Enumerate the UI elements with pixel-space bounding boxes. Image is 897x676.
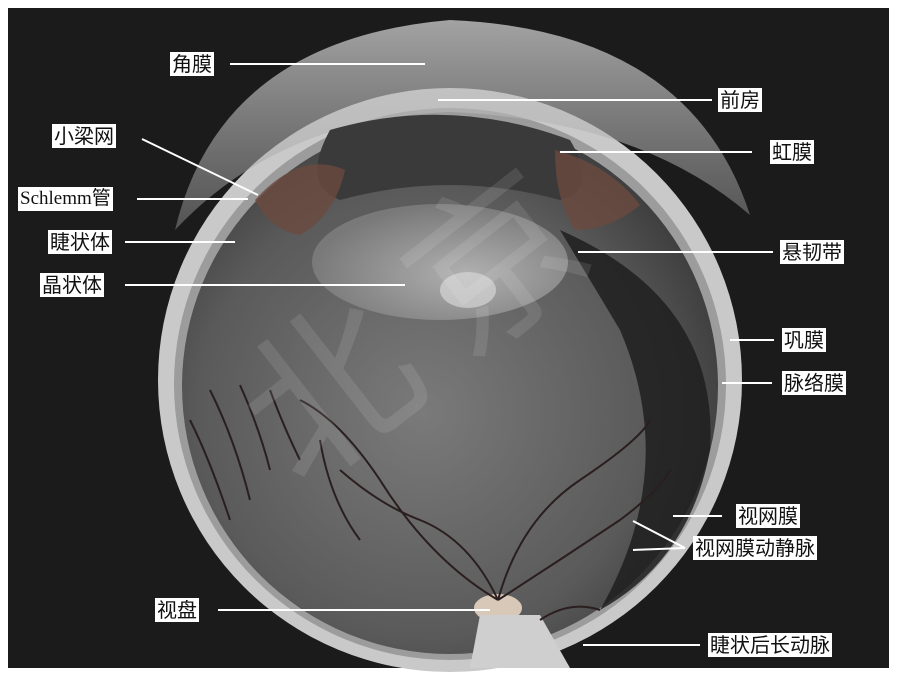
label-ciliary-body: 睫状体 xyxy=(48,230,112,254)
label-retina: 视网膜 xyxy=(736,504,800,528)
label-optic-disc: 视盘 xyxy=(155,598,199,622)
label-retinal-vessels: 视网膜动静脉 xyxy=(693,536,817,560)
label-anterior-chamber: 前房 xyxy=(718,88,762,112)
label-trabecular-meshwork: 小梁网 xyxy=(52,124,116,148)
label-cornea: 角膜 xyxy=(170,52,214,76)
label-zonule: 悬韧带 xyxy=(780,240,844,264)
label-lens: 晶状体 xyxy=(40,273,104,297)
label-sclera: 巩膜 xyxy=(782,328,826,352)
label-schlemm-canal: Schlemm管 xyxy=(18,187,113,211)
label-long-posterior-ciliary-artery: 睫状后长动脉 xyxy=(708,633,832,657)
label-choroid: 脉络膜 xyxy=(782,371,846,395)
label-iris: 虹膜 xyxy=(770,140,814,164)
